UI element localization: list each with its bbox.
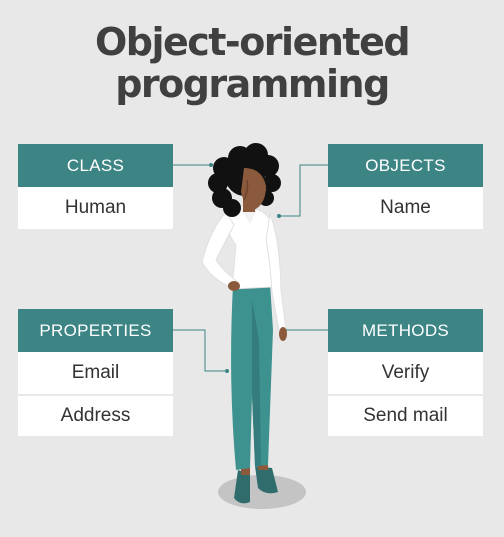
connector-lines bbox=[173, 164, 328, 372]
class-item-human: Human bbox=[18, 187, 173, 229]
class-header: CLASS bbox=[18, 144, 173, 187]
properties-box: PROPERTIES Email Address bbox=[18, 309, 173, 436]
right-hand bbox=[279, 327, 287, 341]
objects-item-name: Name bbox=[328, 187, 483, 229]
diagram-title-line1: Object-oriented bbox=[94, 20, 411, 64]
trousers bbox=[231, 283, 273, 470]
methods-item-verify: Verify bbox=[328, 352, 483, 394]
left-hand bbox=[228, 281, 240, 291]
properties-item-email: Email bbox=[18, 352, 173, 394]
hair bbox=[208, 143, 281, 217]
face bbox=[241, 168, 266, 210]
methods-item-send-mail: Send mail bbox=[328, 394, 483, 436]
shoes bbox=[234, 460, 278, 504]
objects-box: OBJECTS Name bbox=[328, 144, 483, 229]
objects-header: OBJECTS bbox=[328, 144, 483, 187]
properties-item-address: Address bbox=[18, 394, 173, 436]
connector-properties bbox=[173, 329, 226, 372]
diagram-title-line2: programming bbox=[115, 62, 390, 106]
properties-header: PROPERTIES bbox=[18, 309, 173, 352]
connector-objects bbox=[280, 164, 328, 217]
class-box: CLASS Human bbox=[18, 144, 173, 229]
methods-box: METHODS Verify Send mail bbox=[328, 309, 483, 436]
methods-header: METHODS bbox=[328, 309, 483, 352]
